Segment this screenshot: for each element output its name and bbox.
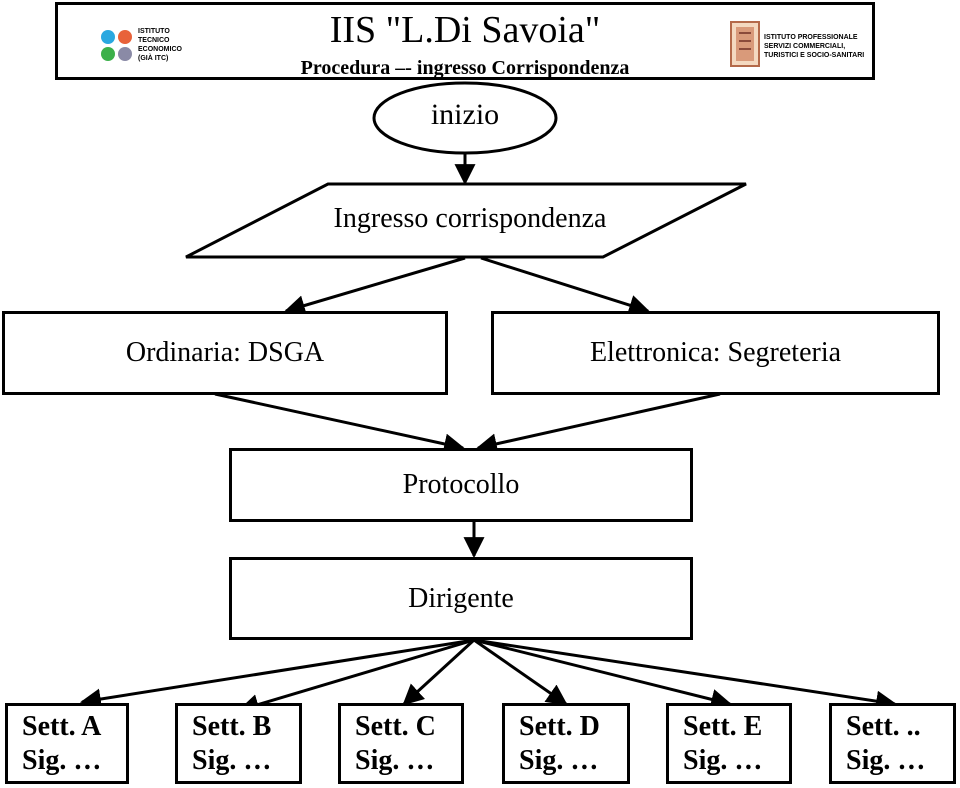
logo-right-line: ISTITUTO PROFESSIONALE	[764, 34, 858, 41]
sector-person: Sig. …	[846, 744, 926, 776]
header-frame: ISTITUTO TECNICO ECONOMICO (GIÀ ITC) IIS…	[55, 2, 875, 80]
sector-name: Sett. E	[683, 710, 763, 742]
logo-right-line: SERVIZI COMMERCIALI,	[764, 43, 846, 50]
sector-person: Sig. …	[683, 744, 763, 776]
logo-left-line: ECONOMICO	[138, 46, 182, 53]
elettronica-box: Elettronica: Segreteria	[491, 311, 940, 395]
sector-name: Sett. B	[192, 710, 272, 742]
school-logo-left: ISTITUTO TECNICO ECONOMICO (GIÀ ITC)	[98, 21, 218, 69]
protocollo-box: Protocollo	[229, 448, 693, 522]
dirigente-box: Dirigente	[229, 557, 693, 640]
sector-box: Sett. A Sig. …	[5, 703, 129, 784]
logo-left-line: TECNICO	[138, 37, 170, 44]
sector-box: Sett. E Sig. …	[666, 703, 792, 784]
sector-box: Sett. D Sig. …	[502, 703, 630, 784]
sector-box: Sett. B Sig. …	[175, 703, 302, 784]
school-emblem-icon	[730, 21, 760, 67]
arrow-ordinaria-to-protocollo	[214, 392, 466, 455]
protocollo-label: Protocollo	[402, 469, 520, 500]
dirigente-label: Dirigente	[408, 582, 514, 614]
page-title: IIS "L.Di Savoia"	[329, 9, 601, 51]
sector-person: Sig. …	[355, 744, 435, 776]
arrow-dirigente-to-sett-c	[402, 638, 476, 706]
sector-name: Sett. D	[519, 710, 600, 742]
logo-left-line: ISTITUTO	[138, 28, 170, 35]
arrow-dirigente-to-sett-b	[237, 638, 475, 715]
page-subtitle: Procedura –- ingresso Corrispondenza	[300, 57, 630, 79]
colored-dots-icon	[101, 30, 132, 61]
sector-box: Sett. .. Sig. …	[829, 703, 956, 784]
arrow-elettronica-to-protocollo	[475, 392, 721, 455]
input-parallelogram	[185, 182, 747, 259]
input-label: Ingresso corrispondenza	[333, 203, 607, 234]
logo-left-line: (GIÀ ITC)	[138, 55, 169, 62]
arrow-input-to-elettronica	[480, 256, 651, 316]
arrow-dirigente-to-sett-e	[473, 638, 733, 710]
school-logo-right: ISTITUTO PROFESSIONALE SERVIZI COMMERCIA…	[730, 19, 870, 71]
sector-name: Sett. C	[355, 710, 436, 742]
sector-name: Sett. ..	[846, 710, 921, 742]
elettronica-label: Elettronica: Segreteria	[589, 337, 842, 368]
sector-name: Sett. A	[22, 710, 102, 742]
ordinaria-box: Ordinaria: DSGA	[2, 311, 448, 395]
sector-person: Sig. …	[22, 744, 102, 776]
arrow-input-to-ordinaria	[283, 256, 466, 316]
sector-box: Sett. C Sig. …	[338, 703, 464, 784]
arrow-dirigente-to-sett-d	[473, 638, 568, 706]
sector-person: Sig. …	[192, 744, 272, 776]
arrow-dirigente-to-sett-other	[473, 638, 898, 712]
start-label: inizio	[430, 98, 500, 131]
arrow-dirigente-to-sett-a	[79, 638, 475, 710]
logo-right-line: TURISTICI E SOCIO-SANITARI	[764, 52, 865, 59]
ordinaria-label: Ordinaria: DSGA	[125, 337, 325, 368]
sector-person: Sig. …	[519, 744, 599, 776]
